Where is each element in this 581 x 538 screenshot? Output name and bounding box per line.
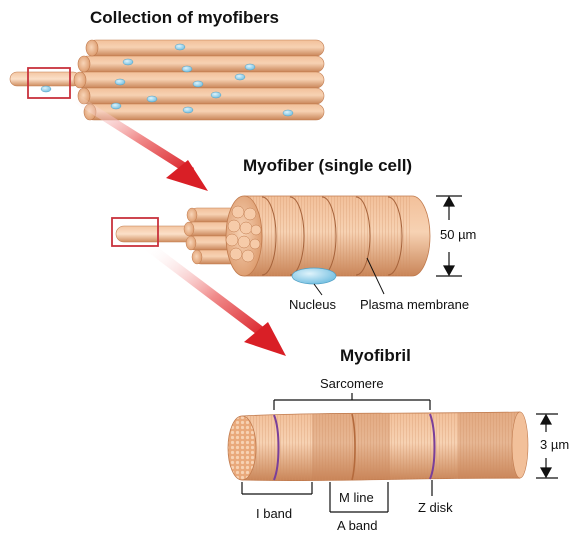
nucleus-label: Nucleus bbox=[289, 297, 336, 312]
plasma-membrane-label: Plasma membrane bbox=[360, 297, 469, 312]
myofibril bbox=[228, 412, 528, 481]
z-disk-label: Z disk bbox=[418, 500, 453, 515]
myofibril-cross-section bbox=[228, 416, 256, 480]
i-band-bracket bbox=[242, 482, 312, 494]
fibril-diameter-label: 3 µm bbox=[540, 437, 569, 452]
a-band-label: A band bbox=[337, 518, 378, 533]
sarcomere-label: Sarcomere bbox=[320, 376, 384, 391]
sarcomere-bracket bbox=[274, 393, 430, 410]
nucleus bbox=[292, 268, 336, 284]
myofiber-cell bbox=[112, 196, 430, 284]
fiber-diameter-label: 50 µm bbox=[440, 227, 476, 242]
i-band-label: I band bbox=[256, 506, 292, 521]
a-band-region-2 bbox=[458, 413, 520, 479]
a-band-region bbox=[312, 414, 390, 480]
myofiber-bundle bbox=[10, 40, 324, 120]
m-line-label: M line bbox=[339, 490, 374, 505]
nucleus-leader bbox=[314, 284, 322, 295]
